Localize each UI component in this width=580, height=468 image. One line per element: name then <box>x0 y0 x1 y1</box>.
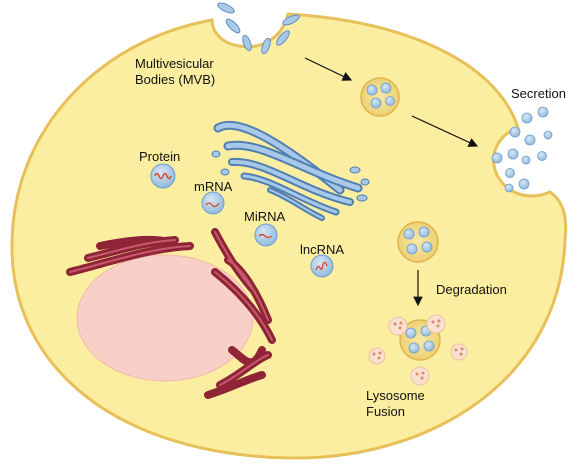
label-protein: Protein <box>139 149 181 164</box>
mvb-degradation <box>397 221 439 263</box>
arrow-to-secretion <box>411 115 479 147</box>
label-lncrna: lncRNA <box>300 242 345 257</box>
arrow-to-mvb <box>304 57 353 81</box>
arrows <box>304 57 479 307</box>
nucleus <box>76 254 254 382</box>
membrane-receptors <box>217 2 300 55</box>
label-lysosome-fusion: Lysosome Fusion <box>366 388 425 419</box>
lncrna-vesicle <box>310 254 334 278</box>
secreted-exosomes <box>491 106 553 193</box>
label-degradation: Degradation <box>436 282 507 297</box>
lysosome-fusion <box>368 314 468 386</box>
mrna-vesicle <box>201 191 225 215</box>
golgi-apparatus <box>213 120 363 221</box>
cell-membrane <box>10 12 568 460</box>
label-mrna: mRNA <box>194 179 233 194</box>
label-mvb: Multivesicular Bodies (MVB) <box>135 56 216 87</box>
label-mirna: MiRNA <box>244 209 286 224</box>
mirna-vesicle <box>254 223 278 247</box>
golgi-vesicles <box>211 150 370 202</box>
label-secretion: Secretion <box>511 86 566 101</box>
endoplasmic-reticulum <box>66 228 276 399</box>
protein-vesicle <box>150 163 176 189</box>
mvb-top <box>360 77 400 117</box>
